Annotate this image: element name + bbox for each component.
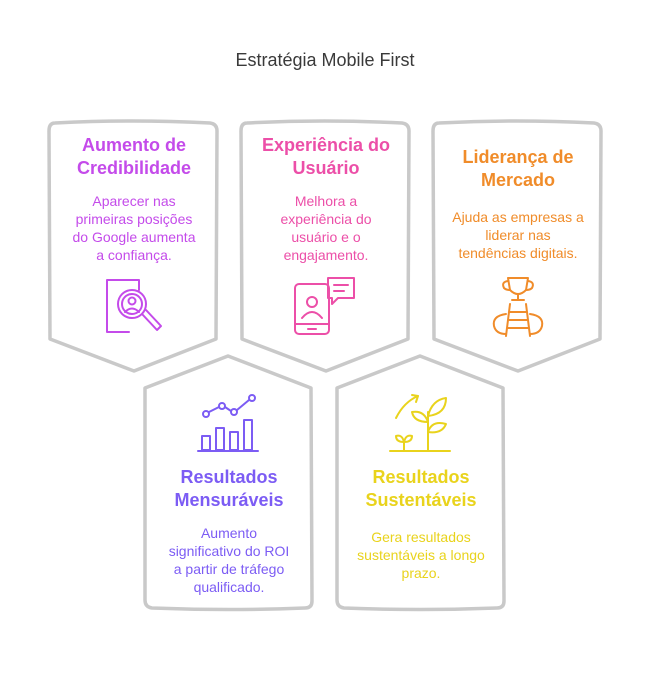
body-line: do Google aumenta [72, 229, 196, 245]
body-line: Ajuda as empresas a [452, 209, 584, 225]
card-credibilidade-title-line2: Credibilidade [76, 158, 192, 178]
body-line: Aparecer nas [92, 193, 176, 209]
card-sustentaveis-title: Resultados Sustentáveis [343, 466, 499, 512]
card-mercado-body: Ajuda as empresas a liderar nas tendênci… [439, 208, 597, 262]
body-line: a confiança. [96, 247, 172, 263]
body-line: Melhora a [294, 193, 358, 209]
card-credibilidade-outline [47, 119, 219, 373]
body-line: Aumento [200, 525, 258, 541]
card-mensuraveis-title: Resultados Mensuráveis [151, 466, 307, 512]
card-credibilidade-title: Aumento de Credibilidade [55, 134, 213, 180]
sprouting-plant-icon [389, 394, 451, 452]
card-usuario-outline [239, 119, 411, 373]
card-usuario-title-line1: Experiência do [261, 135, 391, 155]
card-mensuraveis-outline [143, 354, 314, 612]
bar-chart-growth-icon [197, 394, 259, 452]
card-mensuraveis-body: Aumento significativo do ROI a partir de… [151, 524, 307, 596]
card-credibilidade-title-line1: Aumento de [81, 135, 186, 155]
trophy-ladder-icon [492, 277, 544, 337]
body-line: engajamento. [283, 247, 369, 263]
body-line: a partir de tráfego [173, 561, 285, 577]
body-line: experiência do [280, 211, 372, 227]
card-mensuraveis-title-line1: Resultados [180, 467, 278, 487]
phone-chat-icon [294, 277, 355, 335]
card-mercado-title-line1: Liderança de [462, 147, 574, 167]
body-line: sustentáveis a longo [357, 547, 485, 563]
body-line: tendências digitais. [458, 245, 578, 261]
card-usuario-title-line2: Usuário [292, 158, 360, 178]
body-line: primeiras posições [75, 211, 193, 227]
diagram-title: Estratégia Mobile First [235, 50, 415, 70]
body-line: prazo. [401, 565, 441, 581]
card-mercado-title-line2: Mercado [480, 170, 556, 190]
card-usuario-title: Experiência do Usuário [247, 134, 405, 180]
body-line: liderar nas [485, 227, 551, 243]
body-line: qualificado. [193, 579, 265, 595]
card-sustentaveis-outline [335, 354, 506, 612]
body-line: Gera resultados [371, 529, 471, 545]
card-sustentaveis-body: Gera resultados sustentáveis a longo pra… [343, 528, 499, 582]
search-person-icon [106, 279, 162, 333]
body-line: significativo do ROI [168, 543, 290, 559]
body-line: usuário e o [291, 229, 361, 245]
card-sustentaveis-title-line2: Sustentáveis [365, 490, 477, 510]
card-mercado-title: Liderança de Mercado [439, 146, 597, 192]
card-sustentaveis-title-line1: Resultados [372, 467, 470, 487]
card-mercado-outline [431, 119, 603, 373]
card-credibilidade-body: Aparecer nas primeiras posições do Googl… [55, 192, 213, 264]
card-usuario-body: Melhora a experiência do usuário e o eng… [247, 192, 405, 264]
card-mensuraveis-title-line2: Mensuráveis [174, 490, 284, 510]
